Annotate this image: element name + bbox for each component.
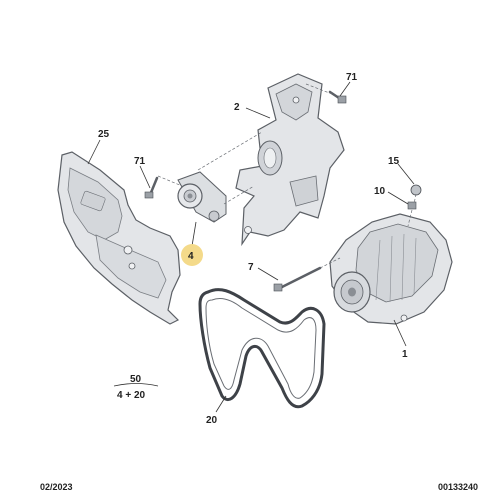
callout-2: 2 xyxy=(234,102,240,113)
leader-lines xyxy=(87,81,415,413)
callout-20: 20 xyxy=(206,415,218,426)
callout-1: 1 xyxy=(402,349,408,360)
group-callout-top: 50 xyxy=(130,374,142,385)
assembly-lines xyxy=(157,83,417,269)
part-4-highlight xyxy=(181,244,203,266)
nut-part-10 xyxy=(407,201,417,210)
callout-4: 4 xyxy=(188,251,194,262)
tensioner-part-4 xyxy=(177,171,227,223)
cap-part-15 xyxy=(410,184,422,196)
group-callout-bottom: 4 + 20 xyxy=(117,390,146,401)
callout-25: 25 xyxy=(98,129,110,140)
diagram-reference-number: 00133240 xyxy=(437,482,478,492)
bracket-part-2 xyxy=(235,73,345,247)
heat-shield-part-25 xyxy=(57,151,181,325)
drive-belt-part-20 xyxy=(198,288,326,409)
callout-10: 10 xyxy=(374,186,386,197)
bolt-part-7 xyxy=(273,266,322,292)
callout-71-top: 71 xyxy=(346,72,358,83)
callout-15: 15 xyxy=(388,156,400,167)
callout-7: 7 xyxy=(248,262,254,273)
bolt-71-left xyxy=(144,176,159,199)
callout-71-left: 71 xyxy=(134,156,146,167)
bolt-71-top xyxy=(328,90,347,104)
group-callout: 50 4 + 20 xyxy=(113,374,159,401)
diagram-date: 02/2023 xyxy=(40,482,73,492)
alternator-part-1 xyxy=(329,213,453,325)
